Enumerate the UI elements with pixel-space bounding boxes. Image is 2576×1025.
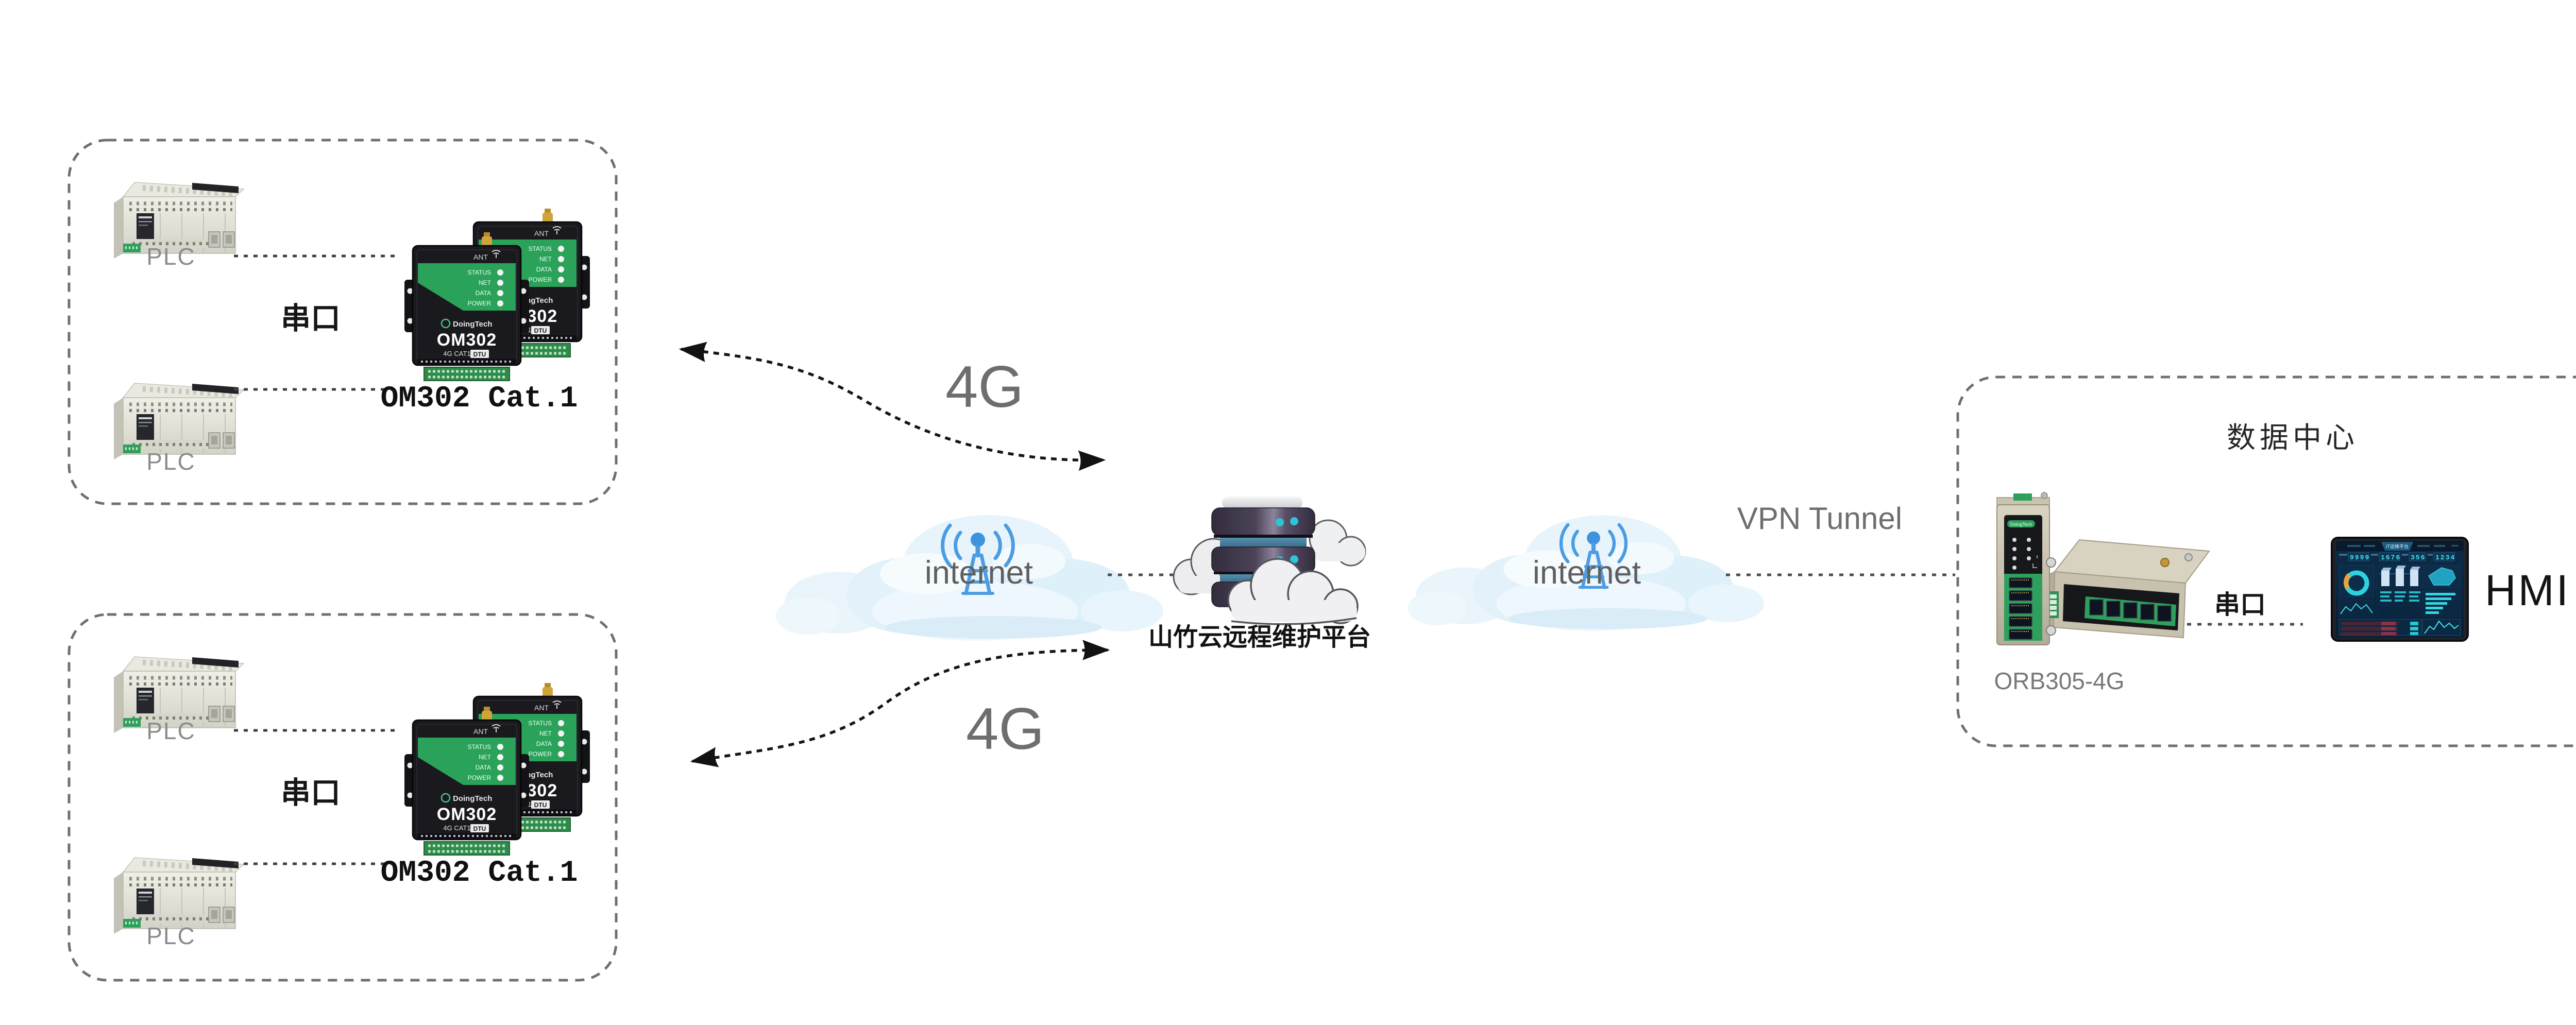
fourg-label-bottom: 4G <box>965 696 1045 762</box>
orb305-label: ORB305-4G <box>1994 668 2125 694</box>
server-drum-1 <box>1211 507 1315 536</box>
hmi-stat: 356 <box>2411 554 2426 561</box>
vpn-tunnel-label: VPN Tunnel <box>1737 501 1903 536</box>
hmi-stat: 9999 <box>2350 554 2370 561</box>
site-a-box <box>67 139 618 505</box>
om302-icon-b <box>404 683 590 855</box>
hmi-stat: 1234 <box>2435 554 2455 561</box>
hmi-tab-label: IT运维平台 <box>2386 543 2409 549</box>
datacenter-box <box>1956 375 2576 747</box>
hmi-label: HMI <box>2485 566 2570 614</box>
serial-label-a: 串口 <box>280 302 341 335</box>
plc-label-b1: PLC <box>146 717 196 744</box>
plc-label-a2: PLC <box>146 448 196 475</box>
router-brand-label: DoingTech <box>2010 522 2032 527</box>
orb305-router-icon: DoingTech <box>1996 492 2210 645</box>
om302-label-a: OM302 Cat.1 <box>380 382 578 416</box>
plc-label-a1: PLC <box>146 243 196 270</box>
fourg-label-top: 4G <box>945 354 1024 420</box>
site-b-box <box>67 613 618 982</box>
internet-label-left: internet <box>924 555 1033 591</box>
om302-label-b: OM302 Cat.1 <box>380 857 578 890</box>
server-top-cap <box>1222 497 1302 509</box>
om302-icon-a <box>404 209 590 381</box>
hmi-panel-icon: IT运维平台 9999 1676 356 1234 <box>2331 537 2469 642</box>
internet-label-right: internet <box>1532 555 1641 591</box>
serial-label-b: 串口 <box>280 776 341 810</box>
platform-label: 山竹云远程维护平台 <box>1148 624 1371 651</box>
datacenter-title: 数据中心 <box>2227 421 2359 454</box>
serial-label-dc: 串口 <box>2214 590 2266 619</box>
platform-server-icon <box>1173 497 1366 625</box>
hmi-stat: 1676 <box>2381 554 2401 561</box>
plc-label-b2: PLC <box>146 922 196 949</box>
fourg-arrow-top <box>679 341 1106 471</box>
